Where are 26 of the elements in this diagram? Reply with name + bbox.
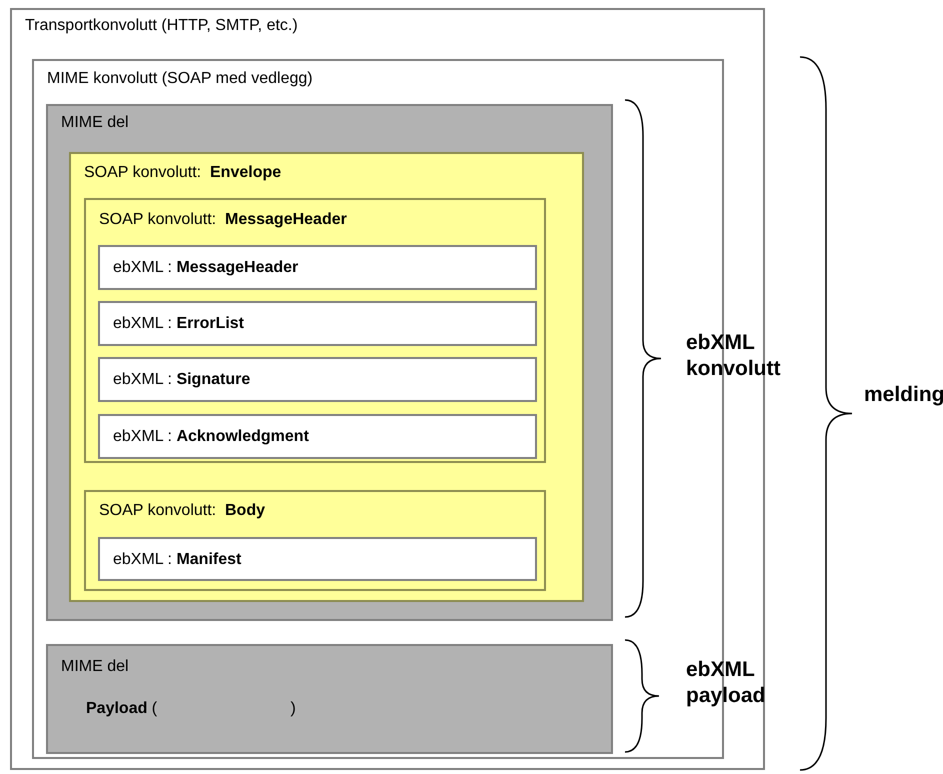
element-label: ebXML : Manifest [113,551,242,569]
brace-label: ebXML payload [686,657,766,709]
box-title: MIME del [61,658,129,676]
box-title: Transportkonvolutt (HTTP, SMTP, etc.) [25,17,298,35]
field-box [98,245,537,290]
box-title: SOAP konvolutt: Envelope [84,164,282,182]
brace-label: ebXML konvolutt [686,330,782,382]
field-box [98,301,537,346]
group-box [84,198,546,463]
brace-label: melding [864,382,943,408]
box-title: MIME del [61,114,129,132]
group-box [46,644,613,754]
field-box [98,537,537,581]
group-box [84,490,546,591]
element-label: ebXML : ErrorList [113,315,244,333]
payload-label: Payload ( ) [86,700,296,718]
group-box [46,104,613,621]
element-label: ebXML : Signature [113,371,250,389]
group-box [69,152,584,602]
box-title: SOAP konvolutt: Body [99,502,265,520]
box-title: MIME konvolutt (SOAP med vedlegg) [47,70,313,88]
field-box [98,357,537,402]
element-label: ebXML : MessageHeader [113,259,298,277]
box-title: SOAP konvolutt: MessageHeader [99,211,347,229]
element-label: ebXML : Acknowledgment [113,428,309,446]
field-box [98,414,537,459]
